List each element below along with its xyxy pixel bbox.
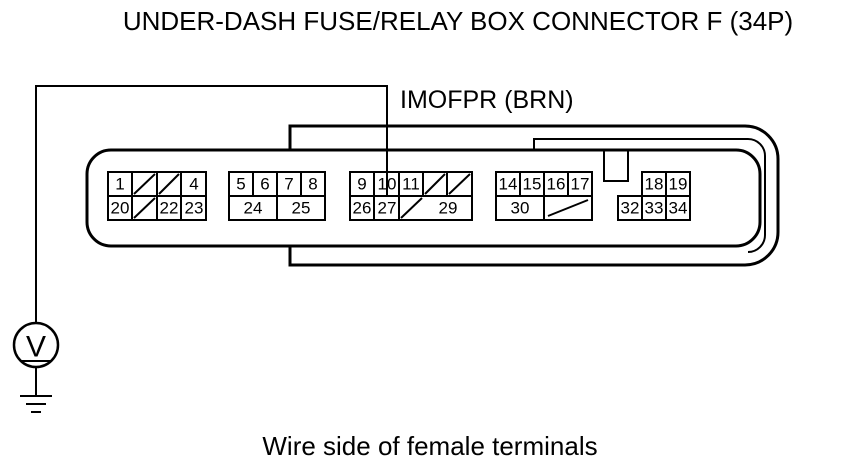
ground-icon [20,367,52,413]
pin-11: 11 [402,175,420,194]
pin-17: 17 [571,175,590,194]
pin-27: 27 [378,199,397,218]
pin-34: 34 [669,199,688,218]
pin-30: 30 [511,199,530,218]
pin-7: 7 [284,175,293,194]
pin-25: 25 [292,199,311,218]
pin-9: 9 [357,175,366,194]
pin-15: 15 [523,175,542,194]
pin-32: 32 [621,199,640,218]
pin-1: 1 [115,175,124,194]
empty-cavity [400,197,423,219]
connector-key [533,138,766,253]
pin-8: 8 [308,175,317,194]
probe-wire [35,85,388,322]
pin-20: 20 [111,199,130,218]
voltmeter-symbol: V [26,331,46,364]
empty-cavity [158,173,180,195]
empty-cavity [133,197,156,219]
empty-cavity [133,173,156,195]
pin-33: 33 [645,199,664,218]
connector-shroud [288,124,780,267]
pin-19: 19 [669,175,688,194]
pin-5: 5 [236,175,245,194]
wire-label: IMOFPR (BRN) [400,86,574,114]
connector-body [85,148,762,248]
terminal-group-3: 9 10 11 26 27 29 [349,171,473,221]
diagram-title: UNDER-DASH FUSE/RELAY BOX CONNECTOR F (3… [123,6,793,36]
empty-cavity [424,173,446,195]
terminal-group-2: 5 6 7 8 24 25 [228,171,326,221]
terminal-group-4: 14 15 16 17 30 [495,171,593,221]
terminal-group-1: 1 4 20 22 23 [107,171,207,221]
caption: Wire side of female terminals [262,431,597,461]
pin-26: 26 [353,199,372,218]
pin-18: 18 [645,175,664,194]
pin-6: 6 [260,175,269,194]
pin-4: 4 [189,175,198,194]
key-step [603,150,629,182]
pin-24: 24 [244,199,263,218]
empty-cavity [448,173,471,195]
pin-29: 29 [439,199,458,218]
pin-22: 22 [160,199,179,218]
pin-23: 23 [185,199,204,218]
pin-14: 14 [499,175,518,194]
terminal-group-5: 18 19 32 33 34 [617,171,691,221]
voltmeter-icon: V [12,321,60,369]
empty-cavity [547,199,589,217]
pin-16: 16 [547,175,566,194]
